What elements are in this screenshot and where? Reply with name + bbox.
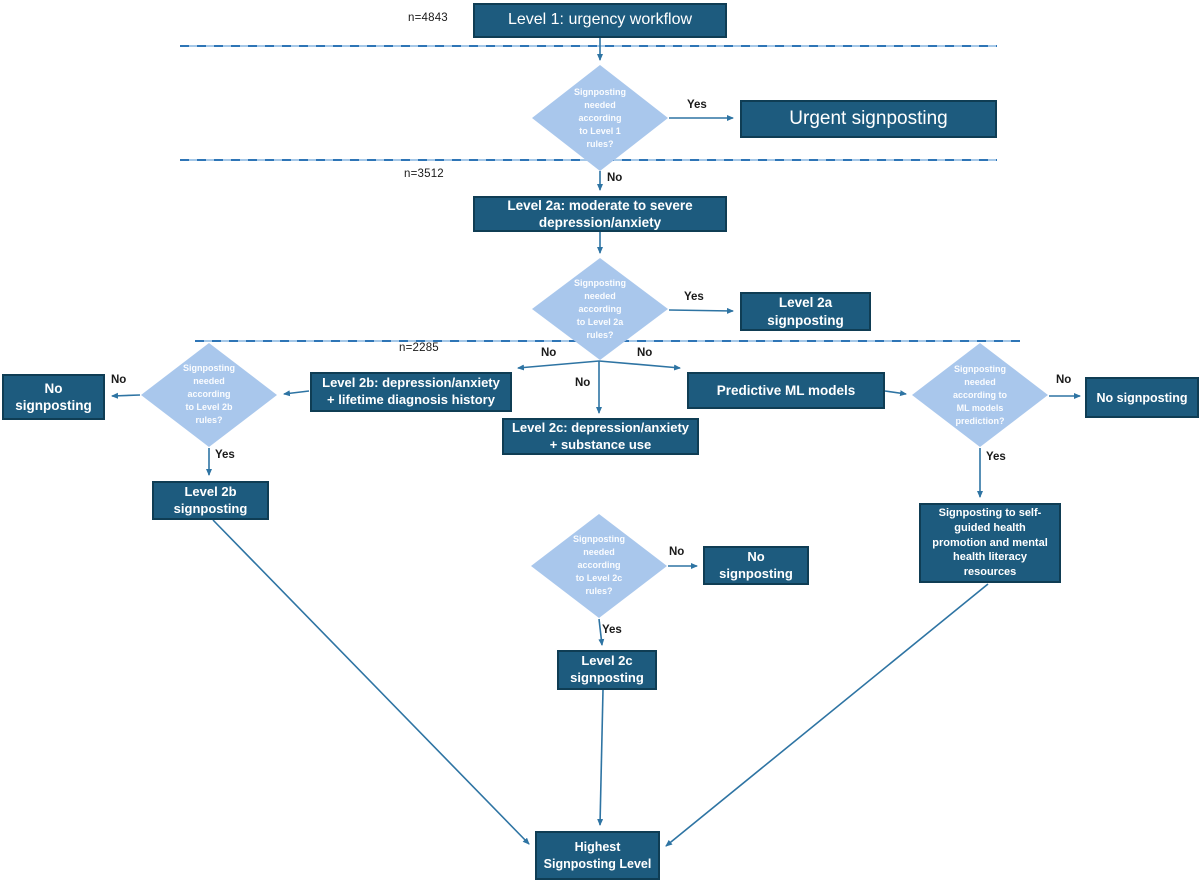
edge-label-no-to-2c: No	[575, 377, 591, 389]
box-level2c: Level 2c: depression/anxiety + substance…	[502, 418, 699, 455]
count-label-level1: n=4843	[408, 12, 448, 24]
box-level2b-signposting: Level 2b signposting	[152, 481, 269, 520]
decision-level2a-shape	[532, 258, 668, 360]
edge-label-no-level2c: No	[669, 546, 685, 558]
edge-label-no-to-ml: No	[637, 347, 653, 359]
decision-diamond-shapes	[141, 65, 1048, 618]
decision-ml-text: Signposting needed according to ML model…	[952, 364, 1007, 427]
count-label-level2a: n=3512	[404, 168, 444, 180]
box-level2a: Level 2a: moderate to severe depression/…	[473, 196, 727, 232]
box-level1-urgency-workflow: Level 1: urgency workflow	[473, 3, 727, 38]
decision-level2c-text: Signposting needed according to Level 2c…	[573, 534, 625, 597]
decision-level2c-shape	[531, 514, 667, 618]
edge-label-no-ml: No	[1056, 374, 1072, 386]
count-label-level2bc: n=2285	[399, 342, 439, 354]
box-self-guided-resources: Signposting to self-guided health promot…	[919, 503, 1061, 583]
box-urgent-signposting: Urgent signposting	[740, 100, 997, 138]
box-no-signposting-left: No signposting	[2, 374, 105, 420]
box-no-signposting-mid: No signposting	[703, 546, 809, 585]
decision-level2a-text: Signposting needed according to Level 2a…	[574, 278, 626, 341]
box-no-signposting-right: No signposting	[1085, 377, 1199, 418]
edge-label-no-level2b: No	[111, 374, 127, 386]
decision-level1-shape	[532, 65, 668, 171]
box-highest-signposting-level: Highest Signposting Level	[535, 831, 660, 880]
edge-label-yes-level2c: Yes	[602, 624, 622, 636]
decision-level2b-text: Signposting needed according to Level 2b…	[183, 363, 235, 426]
edge-label-yes-level2a: Yes	[684, 291, 704, 303]
decision-level1-text: Signposting needed according to Level 1 …	[574, 87, 626, 150]
edge-label-yes-ml: Yes	[986, 451, 1006, 463]
edge-label-yes-level2b: Yes	[215, 449, 235, 461]
edge-label-yes-level1: Yes	[687, 99, 707, 111]
flow-arrows	[111, 38, 1081, 847]
box-level2c-signposting: Level 2c signposting	[557, 650, 657, 690]
box-level2b: Level 2b: depression/anxiety + lifetime …	[310, 372, 512, 412]
box-level2a-signposting: Level 2a signposting	[740, 292, 871, 331]
edge-label-no-level1: No	[607, 172, 623, 184]
decision-ml-shape	[912, 343, 1048, 447]
edge-label-no-to-2b: No	[541, 347, 557, 359]
box-predictive-ml-models: Predictive ML models	[687, 372, 885, 409]
decision-level2b-shape	[141, 343, 277, 447]
